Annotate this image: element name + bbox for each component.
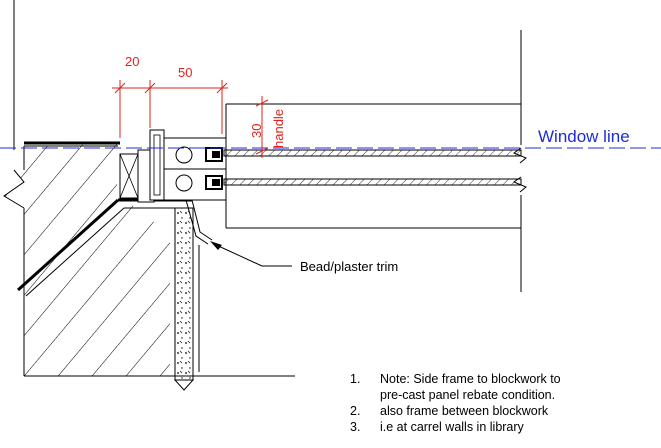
- dimension-handle: handle: [271, 109, 286, 148]
- note-number: 2.: [350, 404, 360, 418]
- glazing: [205, 147, 527, 193]
- window-frame: [119, 129, 227, 203]
- note-text: i.e at carrel walls in library: [380, 420, 525, 434]
- dimension-20: 20: [125, 54, 139, 69]
- plasterboard: [173, 199, 213, 391]
- note-text: also frame between blockwork: [380, 404, 549, 418]
- dimension-50: 50: [178, 65, 192, 80]
- notes: 1. Note: Side frame to blockwork to pre-…: [350, 372, 561, 434]
- dimensions: [112, 80, 269, 158]
- adjacent-panel: [225, 30, 522, 292]
- note-text: Note: Side frame to blockwork to: [380, 372, 561, 386]
- note-number: 3.: [350, 420, 360, 434]
- note-number: 1.: [350, 372, 360, 386]
- window-line-label: Window line: [538, 127, 630, 146]
- dimension-30: 30: [249, 124, 264, 138]
- blockwork-wall: [3, 0, 295, 377]
- precast-panel-edge: [24, 141, 120, 147]
- note-text: pre-cast panel rebate condition.: [380, 388, 555, 402]
- bead-leader: [210, 241, 292, 267]
- bead-trim-label: Bead/plaster trim: [300, 259, 398, 274]
